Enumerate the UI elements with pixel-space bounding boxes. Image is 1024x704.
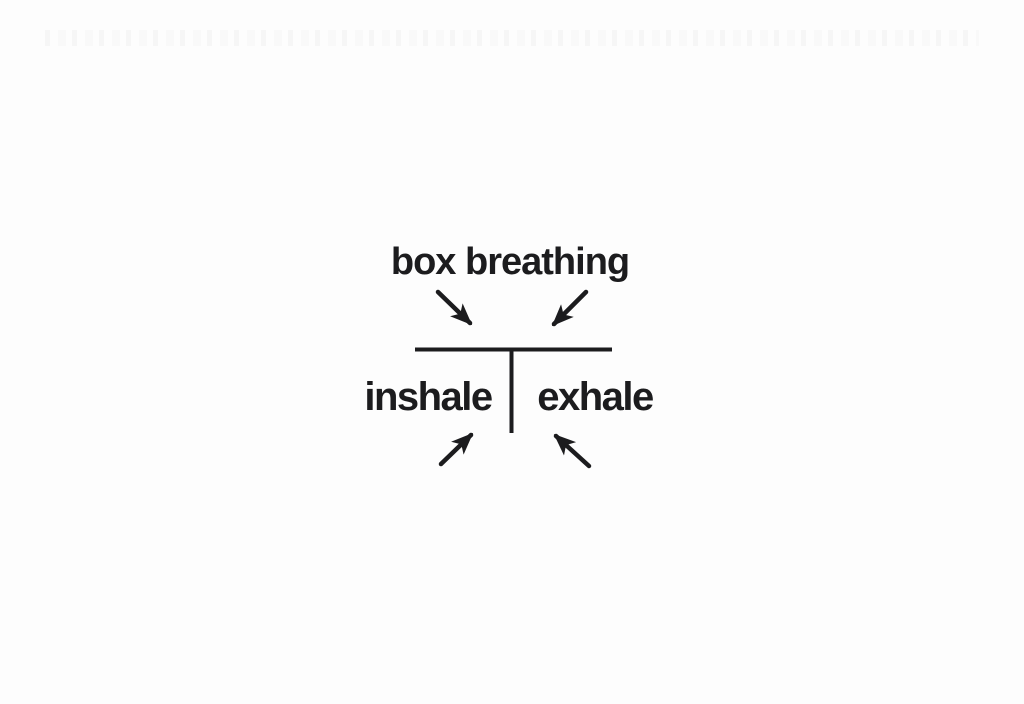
diagram-title: box breathing [390, 241, 630, 283]
exhale-label: exhale [537, 375, 654, 419]
inhale-label: inshale [364, 375, 493, 419]
arrow-down-left-icon [551, 289, 589, 327]
arrow-down-right-icon [435, 289, 473, 326]
arrow-up-right-icon [438, 432, 474, 467]
arrow-up-left-icon [553, 433, 592, 469]
faint-edge-artifact [45, 30, 979, 46]
